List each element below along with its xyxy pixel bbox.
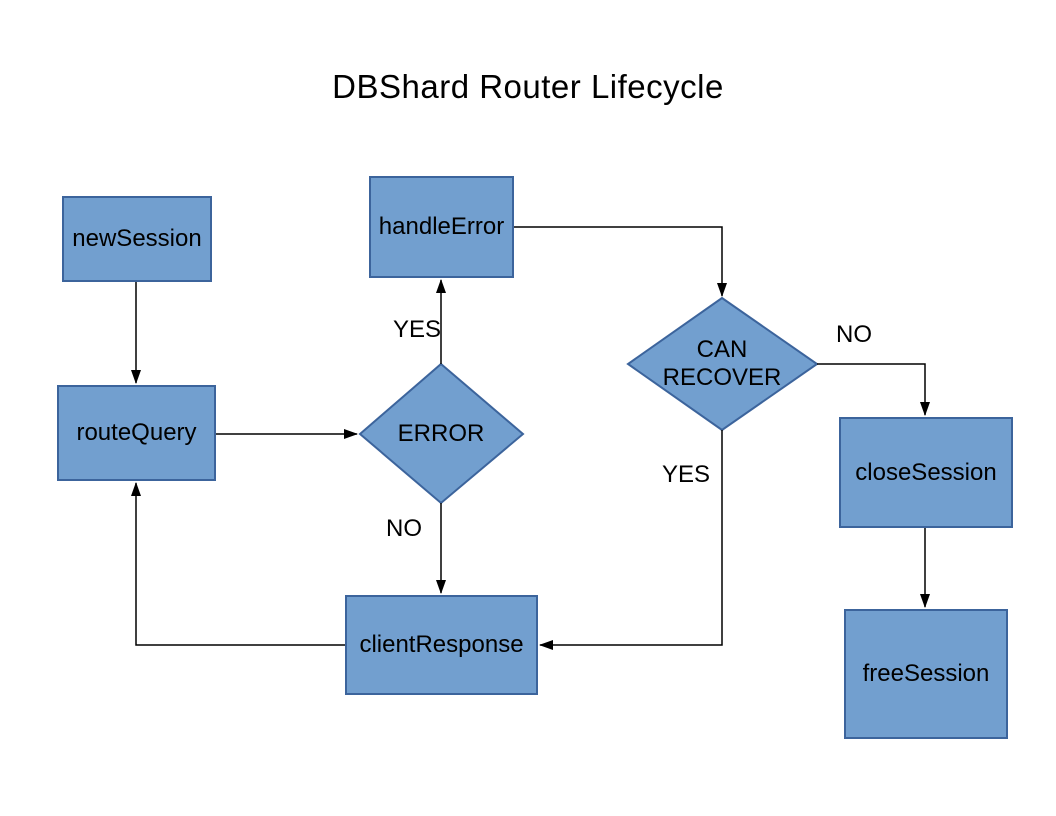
node-freesession-label: freeSession [862, 660, 990, 687]
node-closesession: closeSession [839, 417, 1013, 528]
edge-label-no-canrecover-closesession: NO [836, 321, 872, 348]
edge-label-yes-error-handleerror: YES [393, 316, 442, 343]
node-handleerror-label: handleError [378, 213, 505, 240]
node-error-label: ERROR [397, 420, 485, 447]
edge-label-yes-canrecover-clientresponse: YES [662, 461, 711, 488]
node-newsession-label: newSession [72, 225, 202, 252]
node-routequery: routeQuery [57, 385, 216, 481]
node-clientresponse: clientResponse [345, 595, 538, 695]
node-freesession: freeSession [844, 609, 1008, 739]
edge-label-no-error-clientresponse: NO [386, 515, 422, 542]
node-handleerror: handleError [369, 176, 514, 278]
node-clientresponse-label: clientResponse [359, 631, 524, 658]
diagram-title: DBShard Router Lifecycle [332, 68, 724, 105]
node-newsession: newSession [62, 196, 212, 282]
edge-canrecover-closesession [817, 363, 930, 416]
node-can-recover-label: CAN RECOVER [662, 336, 782, 391]
node-routequery-label: routeQuery [76, 419, 197, 446]
node-closesession-label: closeSession [855, 458, 997, 486]
edge-handleerror-canrecover [514, 226, 727, 297]
edge-clientresponse-routequery [131, 482, 345, 646]
edge-canrecover-clientresponse [539, 430, 723, 650]
